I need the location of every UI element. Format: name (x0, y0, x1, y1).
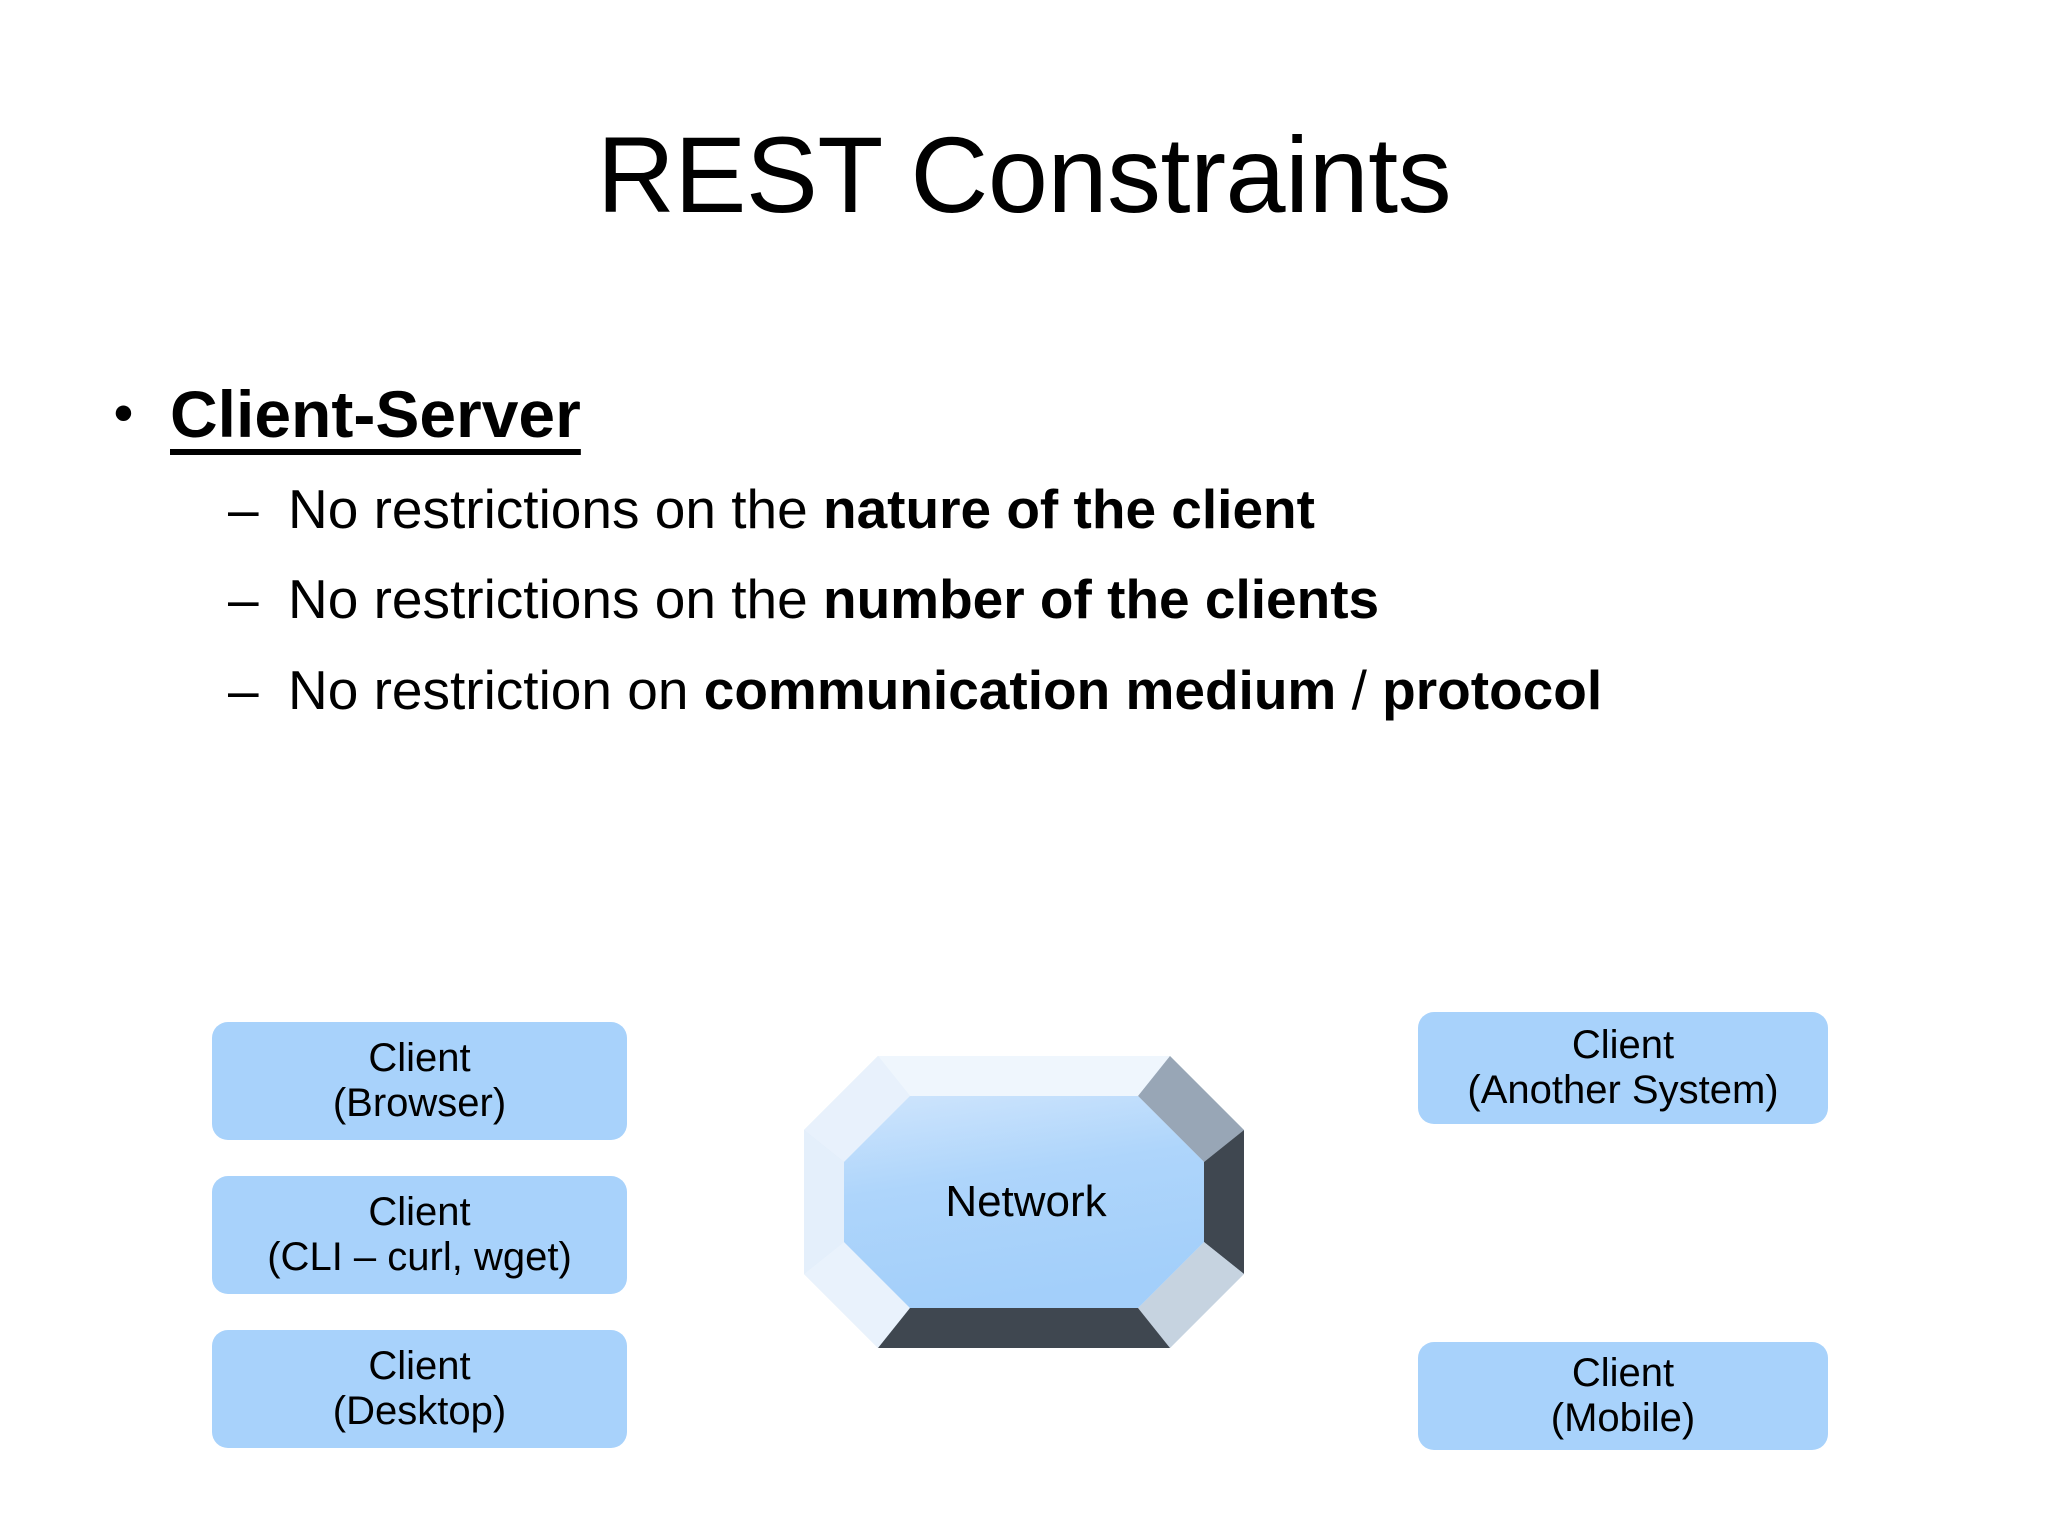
client-box-line1: Client (368, 1190, 471, 1235)
client-box-line2: (Browser) (332, 1081, 507, 1125)
text-emphasis-protocol: protocol (1382, 658, 1603, 721)
text-plain: No restrictions on the (288, 568, 823, 631)
network-label: Network (945, 1177, 1107, 1226)
sub-bullet-nature-text: No restrictions on the nature of the cli… (288, 474, 1928, 544)
sub-bullet-list: – No restrictions on the nature of the c… (108, 474, 1968, 725)
bullet-client-server: • Client-Server (108, 377, 1968, 452)
dash-marker-icon: – (228, 658, 259, 721)
client-box-mobile: Client (Mobile) (1418, 1342, 1828, 1450)
text-plain-separator: / (1336, 658, 1383, 721)
client-box-line1: Client (368, 1036, 471, 1081)
client-box-line2: (Desktop) (332, 1389, 507, 1433)
client-box-another-system: Client (Another System) (1418, 1012, 1828, 1124)
client-server-diagram: Client (Browser) Client (CLI – curl, wge… (0, 990, 2048, 1510)
network-node: Network (800, 1052, 1248, 1352)
sub-bullet-medium-text: No restriction on communication medium /… (288, 655, 1928, 725)
client-box-line1: Client (368, 1344, 471, 1389)
sub-bullet-number: – No restrictions on the number of the c… (108, 564, 1968, 634)
sub-bullet-number-text: No restrictions on the number of the cli… (288, 564, 1928, 634)
client-box-cli: Client (CLI – curl, wget) (212, 1176, 627, 1294)
client-box-line2: (Mobile) (1550, 1396, 1696, 1440)
text-emphasis: nature of the client (822, 477, 1315, 540)
page-title: REST Constraints (596, 114, 1452, 235)
bullet-area: • Client-Server – No restrictions on the… (108, 377, 1968, 745)
dash-marker-icon: – (228, 477, 259, 540)
bullet-dot-icon: • (114, 383, 133, 443)
network-octagon-icon (804, 1056, 1244, 1348)
client-box-line1: Client (1571, 1351, 1675, 1396)
client-box-line2: (CLI – curl, wget) (267, 1235, 572, 1279)
sub-bullet-medium: – No restriction on communication medium… (108, 655, 1968, 725)
client-box-desktop: Client (Desktop) (212, 1330, 627, 1448)
client-box-line2: (Another System) (1467, 1068, 1779, 1112)
client-box-browser: Client (Browser) (212, 1022, 627, 1140)
text-plain: No restrictions on the (288, 477, 823, 540)
bullet-client-server-label: Client-Server (170, 377, 581, 451)
client-box-line1: Client (1571, 1023, 1675, 1068)
text-emphasis: number of the clients (822, 568, 1380, 631)
dash-marker-icon: – (228, 568, 259, 631)
text-emphasis: communication medium (703, 658, 1337, 721)
text-plain: No restriction on (288, 658, 704, 721)
sub-bullet-nature: – No restrictions on the nature of the c… (108, 474, 1968, 544)
